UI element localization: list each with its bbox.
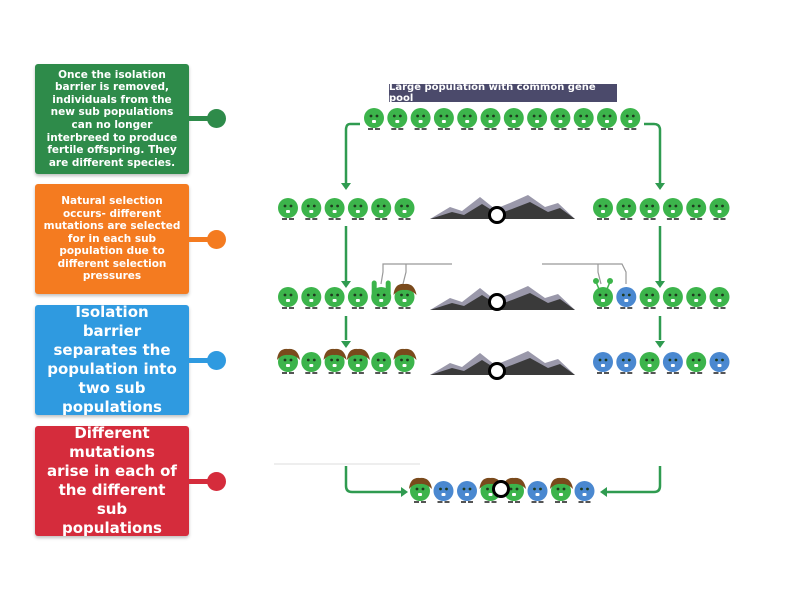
creature-b bbox=[616, 352, 637, 374]
creature-hat bbox=[393, 348, 417, 374]
arrow-merge-right bbox=[606, 466, 662, 494]
draggable-card-mutations[interactable]: Different mutations arise in each of the… bbox=[35, 424, 189, 537]
arrow-merge-left bbox=[344, 466, 402, 494]
arrowhead-icon bbox=[341, 281, 351, 288]
card-text: Once the isolation barrier is removed, i… bbox=[46, 68, 178, 169]
creature-g bbox=[662, 198, 683, 220]
creature-g bbox=[301, 287, 322, 309]
creature-g bbox=[278, 198, 298, 220]
hat-icon bbox=[550, 477, 573, 489]
creature-g bbox=[686, 287, 707, 309]
creature-g bbox=[457, 108, 478, 130]
creature-b bbox=[616, 287, 637, 309]
drop-target-3[interactable] bbox=[488, 362, 506, 380]
creature-g bbox=[709, 287, 730, 309]
card-pin-handle[interactable] bbox=[207, 230, 226, 249]
hat-icon bbox=[393, 348, 417, 360]
creature-hat bbox=[393, 283, 417, 309]
card-pin-connector bbox=[189, 237, 209, 242]
creature-g bbox=[480, 108, 501, 130]
creature-g bbox=[639, 198, 660, 220]
creature-g bbox=[433, 108, 454, 130]
card-pin-connector bbox=[189, 116, 209, 121]
creature-g bbox=[639, 352, 660, 374]
creature-g bbox=[410, 108, 431, 130]
card-pin-handle[interactable] bbox=[207, 351, 226, 370]
draggable-card-speciation[interactable]: Once the isolation barrier is removed, i… bbox=[35, 64, 189, 174]
arrowhead-icon bbox=[341, 341, 351, 348]
creature-b bbox=[662, 352, 683, 374]
arrowhead-icon bbox=[341, 183, 351, 190]
drop-target-4[interactable] bbox=[492, 480, 510, 498]
hat-icon bbox=[393, 283, 417, 295]
creature-g bbox=[347, 198, 368, 220]
creature-g bbox=[573, 108, 594, 130]
hat-icon bbox=[503, 477, 526, 489]
creature-g bbox=[394, 198, 415, 220]
hat-icon bbox=[277, 348, 300, 360]
arrowhead-icon bbox=[401, 487, 408, 497]
creature-g bbox=[686, 198, 707, 220]
creature-g bbox=[387, 108, 408, 130]
draggable-card-isolation[interactable]: Isolation barrier separates the populati… bbox=[35, 303, 189, 416]
card-text: Different mutations arise in each of the… bbox=[47, 424, 177, 537]
drop-target-1[interactable] bbox=[488, 206, 506, 224]
creature-g bbox=[686, 352, 707, 374]
hat-icon bbox=[346, 348, 370, 360]
hat-icon bbox=[409, 477, 432, 489]
creature-b bbox=[593, 352, 613, 374]
creature-g bbox=[278, 287, 298, 309]
creature-hat bbox=[550, 477, 573, 503]
creature-g bbox=[709, 198, 730, 220]
antenna-icon bbox=[593, 278, 599, 284]
arrowhead-icon bbox=[600, 487, 607, 497]
creature-b bbox=[709, 352, 730, 374]
creature-g bbox=[301, 198, 322, 220]
creature-g bbox=[324, 287, 345, 309]
creature-g bbox=[371, 198, 392, 220]
drop-target-2[interactable] bbox=[488, 293, 506, 311]
creature-g bbox=[639, 287, 660, 309]
creature-b bbox=[574, 481, 595, 503]
creature-g bbox=[347, 287, 368, 309]
card-pin-handle[interactable] bbox=[207, 109, 226, 128]
creature-hat bbox=[277, 348, 300, 374]
creature-g bbox=[616, 198, 637, 220]
antenna-icon bbox=[607, 278, 613, 284]
creature-g bbox=[503, 108, 524, 130]
creature-hat bbox=[346, 348, 370, 374]
draggable-card-natural-selection[interactable]: Natural selection occurs- different muta… bbox=[35, 184, 189, 294]
arrowhead-icon bbox=[655, 183, 665, 190]
creature-g bbox=[550, 108, 571, 130]
creature-hat bbox=[323, 348, 347, 374]
arrowhead-icon bbox=[655, 341, 665, 348]
card-pin-connector bbox=[189, 358, 209, 363]
creature-b bbox=[457, 481, 477, 503]
creature-g bbox=[371, 352, 392, 374]
card-pin-handle[interactable] bbox=[207, 472, 226, 491]
arrow-split-right bbox=[644, 122, 662, 184]
card-text: Isolation barrier separates the populati… bbox=[47, 303, 177, 416]
arrowhead-icon bbox=[655, 281, 665, 288]
creature-g bbox=[324, 198, 345, 220]
creature-b bbox=[527, 481, 548, 503]
creature-g bbox=[527, 108, 548, 130]
creature-g bbox=[597, 108, 617, 130]
creature-g bbox=[662, 287, 683, 309]
creature-g bbox=[301, 352, 322, 374]
creature-g bbox=[593, 198, 613, 220]
card-text: Natural selection occurs- different muta… bbox=[43, 194, 181, 283]
creature-g bbox=[364, 108, 384, 130]
hat-icon bbox=[323, 348, 347, 360]
creature-antenna bbox=[593, 278, 613, 309]
mutation-callout-line-left bbox=[380, 263, 452, 285]
card-pin-connector bbox=[189, 479, 209, 484]
creature-cactus bbox=[371, 280, 392, 309]
creature-b bbox=[433, 481, 454, 503]
diagram-title: Large population with common gene pool bbox=[389, 82, 617, 104]
creature-g bbox=[620, 108, 641, 130]
creature-hat bbox=[409, 477, 432, 503]
arrow-split-left bbox=[344, 122, 360, 184]
mutation-callout-line-right bbox=[542, 263, 627, 285]
